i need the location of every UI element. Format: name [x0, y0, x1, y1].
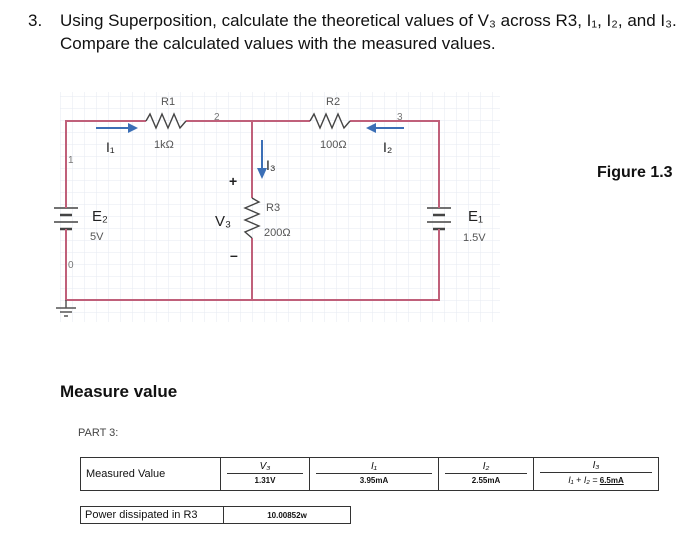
i2-label: I₂ [383, 139, 392, 155]
figure-label: Figure 1.3 [597, 164, 673, 181]
r3-resistor [243, 197, 261, 239]
r2-resistor [309, 112, 351, 130]
e1-name-label: E₁ [468, 208, 483, 225]
i3-value: 6.5mA [599, 476, 624, 485]
r3-name-label: R3 [266, 202, 280, 214]
table-row: Measured Value V₃ 1.31V I₁ 3.95mA I₂ 2.5… [80, 457, 659, 491]
i1-header: I₁ [316, 461, 432, 474]
i2-value: 2.55mA [471, 475, 501, 485]
circuit-diagram: R1 1kΩ R2 100Ω R3 200Ω E₂ 5V E₁ 1.5V I₁ … [54, 92, 500, 322]
ground-symbol [56, 300, 76, 317]
node-1-label: 1 [68, 155, 74, 166]
r1-resistor [145, 112, 187, 130]
i1-value: 3.95mA [359, 475, 389, 485]
e2-battery [54, 203, 78, 243]
i3-header: I₃ [540, 460, 652, 473]
r1-value-label: 1kΩ [154, 139, 174, 151]
power-table: Power dissipated in R3 10.00852w [80, 506, 351, 524]
question-line-1: Using Superposition, calculate the theor… [60, 11, 677, 30]
e1-value-label: 1.5V [463, 232, 486, 244]
measure-value-heading: Measure value [60, 382, 178, 401]
e1-battery [427, 203, 451, 243]
r2-name-label: R2 [326, 96, 340, 108]
row-label-measured-value: Measured Value [80, 457, 221, 491]
i3-value-line: I₁ + I₂ = 6.5mA [540, 473, 652, 488]
i3-arrow [257, 140, 267, 179]
part-label: PART 3: [78, 427, 119, 439]
v3-header: V₃ [227, 461, 303, 474]
question-line-2: Compare the calculated values with the m… [60, 34, 496, 53]
i3-cell: I₃ I₁ + I₂ = 6.5mA [533, 457, 659, 491]
node-3-label: 3 [397, 112, 403, 123]
v3-plus-sign: + [229, 173, 237, 189]
v3-label: V₃ [215, 213, 231, 230]
r1-name-label: R1 [161, 96, 175, 108]
v3-minus-sign: – [230, 247, 238, 263]
i1-cell: I₁ 3.95mA [309, 457, 439, 491]
i3-label: I₃ [266, 157, 276, 173]
r2-value-label: 100Ω [320, 139, 347, 151]
circuit-wires [65, 120, 440, 301]
i2-header: I₂ [445, 461, 527, 474]
node-0-label: 0 [68, 260, 74, 271]
i3-formula: I₁ + I₂ = [568, 475, 598, 485]
measurement-table: Measured Value V₃ 1.31V I₁ 3.95mA I₂ 2.5… [80, 457, 659, 491]
table-row: Power dissipated in R3 10.00852w [80, 506, 351, 524]
power-value: 10.00852w [223, 506, 351, 524]
node-2-label: 2 [214, 112, 220, 123]
i2-arrow [366, 123, 404, 133]
v3-cell: V₃ 1.31V [220, 457, 310, 491]
power-label: Power dissipated in R3 [80, 506, 224, 524]
e2-name-label: E₂ [92, 208, 108, 225]
i2-cell: I₂ 2.55mA [438, 457, 534, 491]
question-number: 3. [28, 11, 43, 30]
v3-value: 1.31V [254, 475, 276, 485]
e2-value-label: 5V [90, 231, 104, 243]
i1-label: I₁ [106, 139, 115, 155]
r3-value-label: 200Ω [264, 227, 291, 239]
i1-arrow [96, 123, 138, 133]
